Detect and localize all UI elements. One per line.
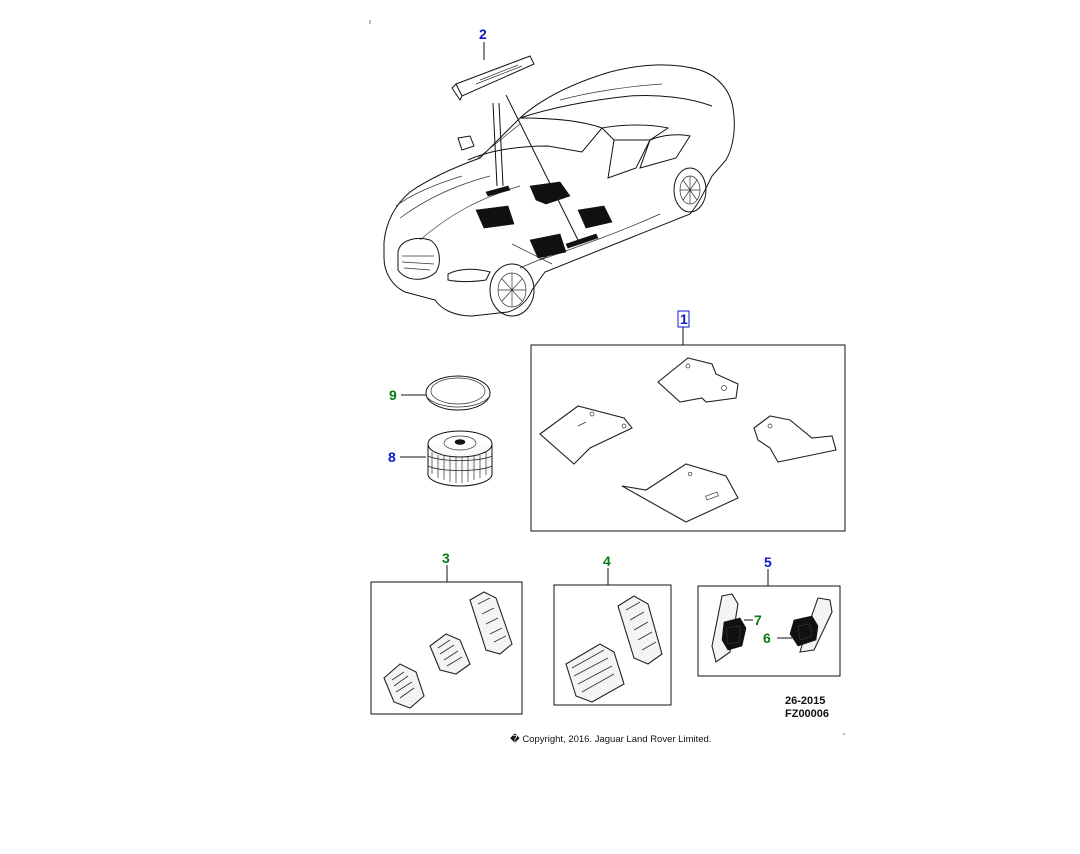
pedal-set-automatic-box xyxy=(553,568,672,706)
callout-9: 9 xyxy=(389,387,397,403)
car-illustration xyxy=(383,64,735,317)
copyright-notice: � Copyright, 2016. Jaguar Land Rover Lim… xyxy=(510,732,711,745)
floor-mat-set-box xyxy=(530,310,846,532)
treadplate-part xyxy=(451,42,581,245)
spare-wheel-cover-part xyxy=(401,375,491,411)
paddle-shifters-box xyxy=(697,569,841,677)
reference-code: 26-2015 xyxy=(785,695,825,707)
callout-6: 6 xyxy=(763,630,771,646)
callout-2: 2 xyxy=(479,26,487,42)
callout-4: 4 xyxy=(603,553,611,569)
callout-3: 3 xyxy=(442,550,450,566)
callout-1: 1 xyxy=(680,311,688,327)
callout-8: 8 xyxy=(388,449,396,465)
spare-wheel-part xyxy=(400,430,493,487)
figure-code: FZ00006 xyxy=(785,708,829,720)
callout-5: 5 xyxy=(764,554,772,570)
callout-7: 7 xyxy=(754,612,762,628)
pedal-set-manual-box xyxy=(370,565,523,715)
